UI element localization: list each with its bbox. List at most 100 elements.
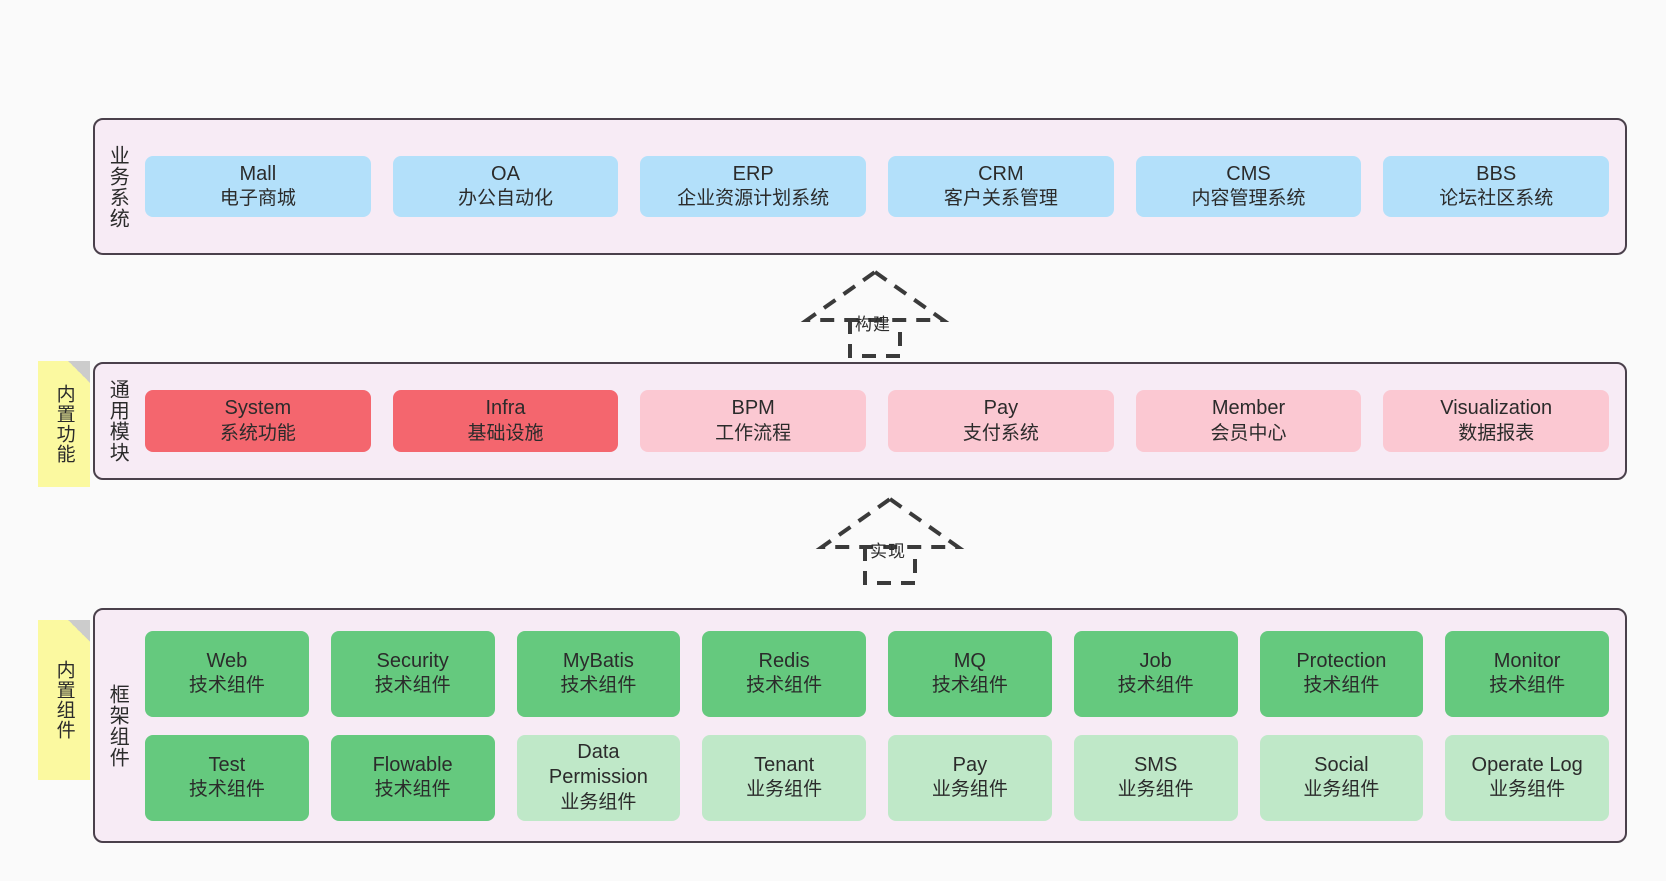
common-modules-row: System 系统功能 Infra 基础设施 BPM 工作流程 Pay 支付系统… — [145, 390, 1610, 452]
node-cms-name: CMS — [1226, 162, 1271, 185]
node-visualization-name: Visualization — [1440, 397, 1553, 420]
node-system-name: System — [224, 397, 292, 420]
node-redis-name: Redis — [758, 649, 810, 672]
node-bpm-name: BPM — [731, 397, 775, 420]
connector-implement-label: 实现 — [870, 542, 906, 561]
node-job-name: Job — [1139, 649, 1172, 672]
node-visualization[interactable]: Visualization 数据报表 — [1383, 390, 1610, 452]
node-mq[interactable]: MQ 技术组件 — [888, 630, 1052, 717]
note-builtin-components: 内置组件 — [38, 620, 90, 780]
note-builtin-components-label: 内置组件 — [53, 660, 75, 740]
node-crm[interactable]: CRM 客户关系管理 — [888, 155, 1114, 218]
node-infra-desc: 基础设施 — [467, 422, 544, 444]
node-flowable-desc: 技术组件 — [374, 779, 451, 801]
framework-biz-row: Test 技术组件 Flowable 技术组件 Data Permission … — [145, 734, 1609, 821]
node-operate-log[interactable]: Operate Log 业务组件 — [1445, 734, 1609, 821]
node-monitor-name: Monitor — [1493, 649, 1561, 672]
node-mq-desc: 技术组件 — [931, 675, 1008, 697]
node-flowable-name: Flowable — [372, 753, 453, 776]
node-security[interactable]: Security 技术组件 — [330, 630, 495, 717]
node-bbs-desc: 论坛社区系统 — [1439, 188, 1554, 210]
node-mq-name: MQ — [953, 649, 986, 672]
node-job[interactable]: Job 技术组件 — [1073, 630, 1238, 717]
node-cms-desc: 内容管理系统 — [1191, 188, 1306, 210]
node-bbs-name: BBS — [1476, 162, 1517, 185]
node-oa-desc: 办公自动化 — [458, 188, 554, 210]
node-job-desc: 技术组件 — [1117, 675, 1194, 697]
note-builtin-functions: 内置功能 — [38, 361, 90, 487]
node-member-desc: 会员中心 — [1210, 422, 1287, 444]
node-mybatis[interactable]: MyBatis 技术组件 — [516, 630, 681, 717]
node-mall-name: Mall — [239, 162, 277, 185]
node-tenant-name: Tenant — [754, 753, 815, 776]
node-erp-desc: 企业资源计划系统 — [677, 188, 830, 210]
node-data-permission[interactable]: Data Permission 业务组件 — [516, 734, 681, 821]
node-operate-log-desc: 业务组件 — [1489, 779, 1566, 801]
node-data-permission-name: Data — [577, 740, 620, 763]
node-redis-desc: 技术组件 — [746, 675, 823, 697]
node-social[interactable]: Social 业务组件 — [1259, 734, 1424, 821]
layer-body-common-modules: System 系统功能 Infra 基础设施 BPM 工作流程 Pay 支付系统… — [139, 364, 1625, 478]
layer-common-modules: 通用模块 System 系统功能 Infra 基础设施 BPM 工作流程 Pay — [93, 362, 1627, 480]
node-mybatis-desc: 技术组件 — [560, 675, 637, 697]
node-redis[interactable]: Redis 技术组件 — [702, 630, 866, 717]
node-monitor[interactable]: Monitor 技术组件 — [1445, 630, 1609, 717]
node-mall[interactable]: Mall 电子商城 — [145, 155, 371, 218]
node-visualization-desc: 数据报表 — [1458, 422, 1535, 444]
node-protection-desc: 技术组件 — [1303, 675, 1380, 697]
layer-business-systems: 业务系统 Mall 电子商城 OA 办公自动化 ERP 企业资源计划系统 CRM — [93, 118, 1627, 255]
node-test[interactable]: Test 技术组件 — [145, 734, 309, 821]
node-sms[interactable]: SMS 业务组件 — [1073, 734, 1238, 821]
node-protection[interactable]: Protection 技术组件 — [1259, 630, 1424, 717]
node-system-desc: 系统功能 — [219, 422, 296, 444]
node-mall-desc: 电子商城 — [219, 188, 296, 210]
node-data-permission-name2: Permission — [548, 766, 648, 789]
layer-body-framework-components: Web 技术组件 Security 技术组件 MyBatis 技术组件 Redi… — [139, 610, 1625, 841]
node-system[interactable]: System 系统功能 — [145, 390, 371, 452]
note-builtin-functions-label: 内置功能 — [53, 384, 75, 464]
node-pay-module[interactable]: Pay 支付系统 — [888, 390, 1114, 452]
node-monitor-desc: 技术组件 — [1489, 675, 1566, 697]
node-bbs[interactable]: BBS 论坛社区系统 — [1383, 155, 1610, 218]
layer-title-framework-components: 框架组件 — [106, 683, 129, 768]
node-test-desc: 技术组件 — [188, 779, 265, 801]
node-data-permission-desc: 业务组件 — [560, 791, 637, 813]
node-pay-component[interactable]: Pay 业务组件 — [888, 734, 1052, 821]
connector-build-label: 构建 — [855, 315, 891, 334]
layer-title-business-systems: 业务系统 — [106, 144, 129, 229]
node-pay-module-name: Pay — [983, 397, 1019, 420]
node-infra[interactable]: Infra 基础设施 — [392, 390, 619, 452]
node-social-name: Social — [1314, 753, 1369, 776]
node-member[interactable]: Member 会员中心 — [1135, 390, 1362, 452]
node-security-desc: 技术组件 — [374, 675, 451, 697]
node-protection-name: Protection — [1296, 649, 1387, 672]
node-test-name: Test — [208, 753, 246, 776]
node-bpm[interactable]: BPM 工作流程 — [640, 390, 867, 452]
layer-framework-components: 框架组件 Web 技术组件 Security 技术组件 MyBatis 技术组件… — [93, 608, 1627, 843]
business-systems-row: Mall 电子商城 OA 办公自动化 ERP 企业资源计划系统 CRM 客户关系… — [145, 155, 1610, 218]
node-web[interactable]: Web 技术组件 — [145, 630, 309, 717]
node-oa[interactable]: OA 办公自动化 — [392, 155, 619, 218]
node-oa-name: OA — [491, 162, 520, 185]
node-erp[interactable]: ERP 企业资源计划系统 — [640, 155, 867, 218]
connector-implement: 实现 — [815, 495, 965, 585]
node-cms[interactable]: CMS 内容管理系统 — [1135, 155, 1362, 218]
node-pay-component-desc: 业务组件 — [931, 779, 1008, 801]
connector-build: 构建 — [800, 268, 950, 358]
node-mybatis-name: MyBatis — [562, 649, 634, 672]
node-sms-desc: 业务组件 — [1117, 779, 1194, 801]
node-tenant-desc: 业务组件 — [746, 779, 823, 801]
node-crm-name: CRM — [978, 162, 1024, 185]
node-web-name: Web — [206, 649, 248, 672]
layer-body-business-systems: Mall 电子商城 OA 办公自动化 ERP 企业资源计划系统 CRM 客户关系… — [139, 120, 1625, 253]
node-crm-desc: 客户关系管理 — [943, 188, 1058, 210]
node-member-name: Member — [1211, 397, 1286, 420]
node-web-desc: 技术组件 — [188, 675, 265, 697]
node-infra-name: Infra — [485, 397, 526, 420]
node-pay-module-desc: 支付系统 — [962, 422, 1039, 444]
node-flowable[interactable]: Flowable 技术组件 — [330, 734, 495, 821]
node-social-desc: 业务组件 — [1303, 779, 1380, 801]
node-security-name: Security — [376, 649, 449, 672]
node-tenant[interactable]: Tenant 业务组件 — [702, 734, 866, 821]
